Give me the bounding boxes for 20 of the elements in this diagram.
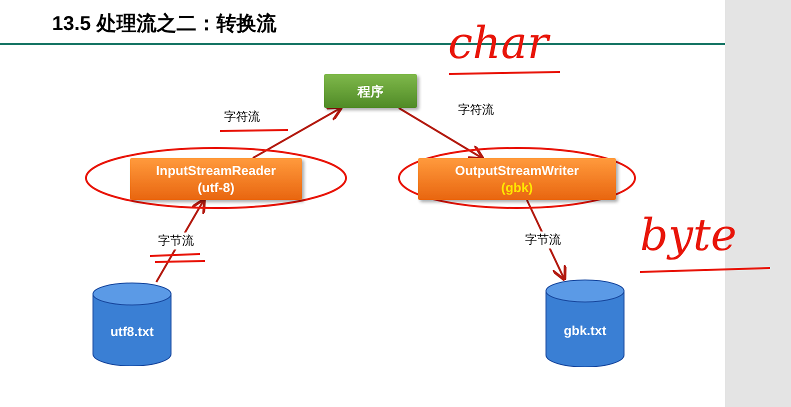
- encoding-label: (utf-8): [198, 179, 234, 196]
- node-label: utf8.txt: [110, 322, 154, 340]
- program-box: [324, 74, 417, 108]
- node-label: gbk.txt: [564, 322, 606, 338]
- edge-label: 字符流: [223, 108, 261, 126]
- arrow: [252, 106, 344, 159]
- slide-title: 13.5 处理流之二：转换流: [52, 12, 276, 37]
- file-cylinder: [545, 279, 625, 367]
- node-label: OutputStreamWriter: [455, 162, 579, 179]
- stream-box: [130, 158, 302, 200]
- edge-label: 字节流: [157, 232, 195, 250]
- edge-label: 字节流: [524, 232, 562, 248]
- handwritten-note: byte: [640, 210, 737, 261]
- edge-label: 字符流: [457, 102, 495, 118]
- file-cylinder: [92, 282, 172, 366]
- node-label: InputStreamReader: [156, 162, 276, 179]
- node-label: 程序: [358, 82, 384, 100]
- stream-box: [418, 158, 616, 200]
- arrow: [398, 107, 485, 160]
- encoding-label: (gbk): [501, 179, 533, 196]
